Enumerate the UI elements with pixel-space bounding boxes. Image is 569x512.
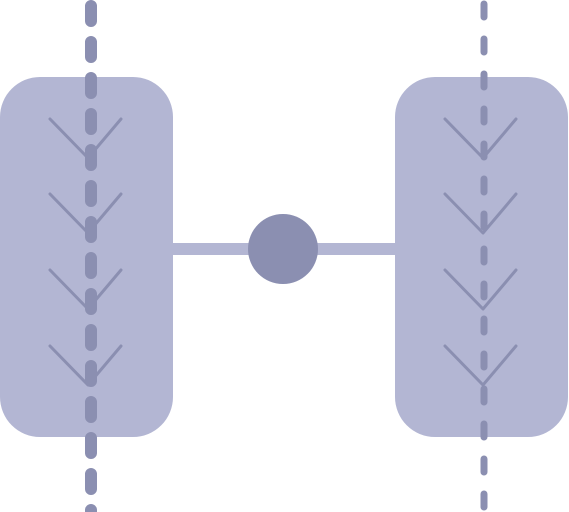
center-hub-circle — [248, 214, 318, 284]
tread-chevron — [443, 268, 518, 311]
tread-chevron — [443, 192, 518, 235]
right-tread-chevrons — [443, 117, 518, 387]
tread-chevron — [443, 344, 518, 387]
